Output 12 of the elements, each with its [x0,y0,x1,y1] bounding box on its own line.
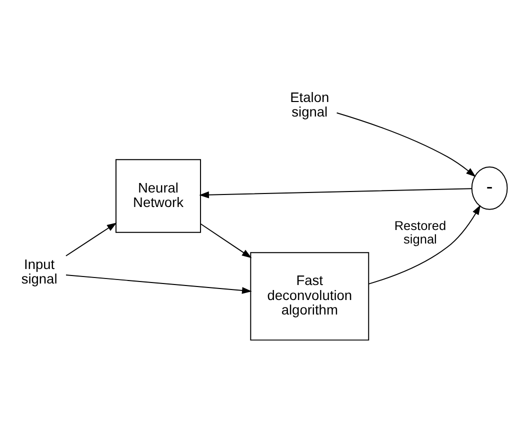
arrow [66,274,252,294]
node-box: Fast deconvolution algorithm [250,252,370,341]
node-ellipse: - [471,166,508,210]
arrow [368,204,481,284]
edge-label: Restored signal [394,218,446,247]
arrow [200,223,252,258]
arrow [199,188,472,198]
node-box: Neural Network [116,159,202,233]
arrow [65,222,117,256]
arrow [336,112,476,177]
node-text: Input signal [21,256,58,287]
node-text: Etalon signal [290,90,330,120]
